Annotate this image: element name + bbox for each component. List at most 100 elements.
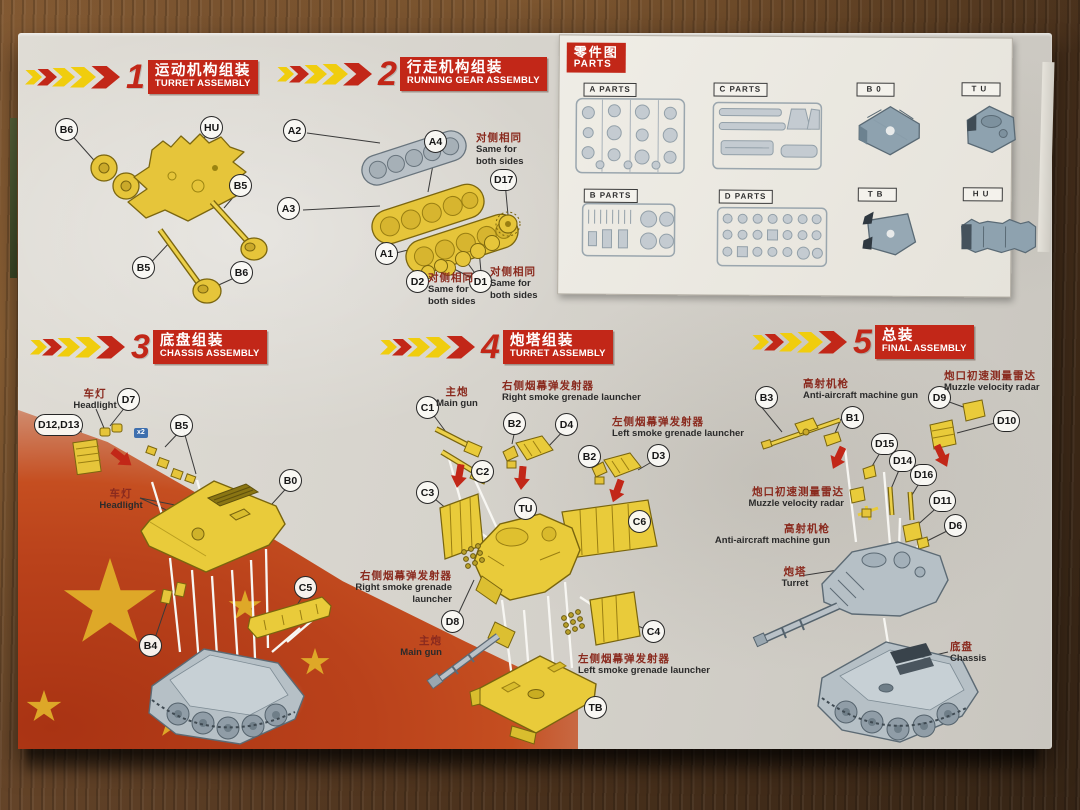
callout-d8: D8: [441, 610, 464, 633]
note3-zh: 对侧相同: [490, 266, 536, 278]
step3-title: 底盘组装 CHASSIS ASSEMBLY: [152, 330, 267, 364]
parts-title-en: PARTS: [573, 58, 612, 70]
label-chassis: 底盘 Chassis: [950, 641, 1016, 665]
step5-header: 5 总装 FINAL ASSEMBLY: [752, 323, 974, 361]
label-left-smoke-1-zh: 左侧烟幕弹发射器: [612, 416, 704, 428]
label-right-smoke-1: 右侧烟幕弹发射器 Right smoke grenade launcher: [502, 380, 677, 404]
label-main-gun-1-zh: 主炮: [445, 386, 469, 398]
callout-b2: B2: [578, 445, 601, 468]
label-turret: 炮塔 Turret: [766, 566, 824, 590]
label-right-smoke-2: 右侧烟幕弹发射器 Right smoke grenade launcher: [318, 570, 452, 605]
callout-d3: D3: [647, 444, 670, 467]
callout-b0: B0: [279, 469, 302, 492]
callout-c3: C3: [416, 481, 439, 504]
label-headlight-1: 车灯 Headlight: [60, 388, 130, 412]
sprue-b-art: [581, 202, 676, 257]
parts-group-tb-label: TB: [857, 187, 897, 202]
chevron-icon: [91, 65, 120, 89]
chevron-icon: [407, 337, 430, 357]
label-left-smoke-2-en: Left smoke grenade launcher: [578, 665, 710, 677]
parts-group-b-label: B PARTS: [583, 188, 638, 203]
callout-a1: A1: [375, 242, 398, 265]
note-same-both-sides-3: 对侧相同 Same for both sides: [490, 266, 564, 301]
label-main-gun-1: 主炮 Main gun: [418, 386, 496, 410]
box-side-sliver: [10, 118, 17, 278]
label-right-smoke-2-en: Right smoke grenade launcher: [355, 582, 452, 605]
part-b0-art: [858, 105, 920, 156]
parts-group-c-label: C PARTS: [713, 82, 768, 97]
label-chassis-en: Chassis: [950, 653, 987, 665]
step5-number: 5: [853, 323, 872, 361]
chevron-icon: [764, 333, 784, 351]
parts-group-tu-label: TU: [961, 82, 1001, 97]
label-right-smoke-2-zh: 右侧烟幕弹发射器: [360, 570, 452, 582]
callout-d4: D4: [555, 413, 578, 436]
parts-group-a-label: A PARTS: [583, 82, 637, 97]
callout-d16: D16: [910, 464, 938, 486]
callout-tu: TU: [514, 497, 537, 520]
parts-group-b0-label: B0: [856, 82, 895, 97]
note3-en1: Same for: [490, 278, 531, 290]
part-hu-art: [960, 218, 1037, 254]
step3-title-en: CHASSIS ASSEMBLY: [159, 348, 260, 360]
step2-header: 2 行走机构组装 RUNNING GEAR ASSEMBLY: [277, 57, 547, 91]
label-headlight-2-en: Headlight: [99, 500, 143, 512]
chevron-icon: [70, 66, 96, 88]
callout-b6: B6: [230, 261, 253, 284]
label-left-smoke-1: 左侧烟幕弹发射器 Left smoke grenade launcher: [612, 416, 790, 440]
chevron-icon: [25, 69, 42, 85]
chevron-icon: [52, 67, 75, 87]
label-right-smoke-1-zh: 右侧烟幕弹发射器: [502, 380, 594, 392]
note2-en1: Same for: [428, 284, 469, 296]
label-aa-gun-1-en: Anti-aircraft machine gun: [803, 390, 919, 402]
x2-badge: x2: [134, 428, 148, 438]
step2-title: 行走机构组装 RUNNING GEAR ASSEMBLY: [399, 57, 547, 91]
chevron-icon: [380, 339, 397, 355]
sprue-c-art: [712, 101, 823, 170]
label-headlight-2: 车灯 Headlight: [88, 488, 154, 512]
callout-b5: B5: [229, 174, 252, 197]
callout-b3: B3: [755, 386, 778, 409]
callout-d12-d13: D12,D13: [34, 414, 84, 436]
note1-en1: Same for: [476, 144, 517, 156]
label-headlight-1-zh: 车灯: [83, 388, 107, 400]
label-aa-gun-1: 高射机枪 Anti-aircraft machine gun: [803, 378, 928, 402]
callout-d17: D17: [490, 169, 518, 191]
note2-zh: 对侧相同: [428, 272, 474, 284]
step4-number: 4: [481, 328, 500, 366]
callout-d2: D2: [406, 270, 429, 293]
step1-number: 1: [126, 58, 145, 96]
chevron-icon: [75, 336, 101, 358]
chevron-icon: [446, 335, 475, 359]
label-turret-zh: 炮塔: [783, 566, 807, 578]
note-same-both-sides-2: 对侧相同 Same for both sides: [428, 272, 498, 307]
step5-title: 总装 FINAL ASSEMBLY: [874, 325, 974, 359]
parts-group-d-label: D PARTS: [718, 189, 773, 204]
label-aa-gun-2: 高射机枪 Anti-aircraft machine gun: [710, 523, 830, 547]
callout-b2: B2: [503, 412, 526, 435]
callout-c6: C6: [628, 510, 651, 533]
label-radar-2-en: Muzzle velocity radar: [748, 498, 844, 510]
callout-b5: B5: [132, 256, 155, 279]
label-chassis-zh: 底盘: [950, 641, 973, 653]
parts-panel-title: 零件图 PARTS: [566, 42, 626, 74]
step3-header: 3 底盘组装 CHASSIS ASSEMBLY: [30, 328, 267, 366]
label-left-smoke-1-en: Left smoke grenade launcher: [612, 428, 744, 440]
label-right-smoke-1-en: Right smoke grenade launcher: [502, 392, 641, 404]
parts-title-zh: 零件图: [573, 44, 619, 60]
chevron-icon: [425, 336, 451, 358]
label-radar-1-zh: 炮口初速测量雷达: [944, 370, 1036, 382]
callout-b6: B6: [55, 118, 78, 141]
step3-number: 3: [131, 328, 150, 366]
callout-a4: A4: [424, 130, 447, 153]
parts-panel: 零件图 PARTS A PARTS C PARTS B0 TU B PARTS …: [557, 34, 1037, 298]
callout-b1: B1: [841, 406, 864, 429]
label-turret-en: Turret: [781, 578, 809, 590]
chevron-icon: [277, 66, 294, 82]
box-drop-shadow: [26, 747, 1038, 775]
callout-c2: C2: [471, 460, 494, 483]
sprue-a-art: [575, 97, 686, 175]
label-headlight-1-en: Headlight: [73, 400, 117, 412]
callout-d11: D11: [929, 490, 956, 512]
chevron-icon: [57, 337, 80, 357]
